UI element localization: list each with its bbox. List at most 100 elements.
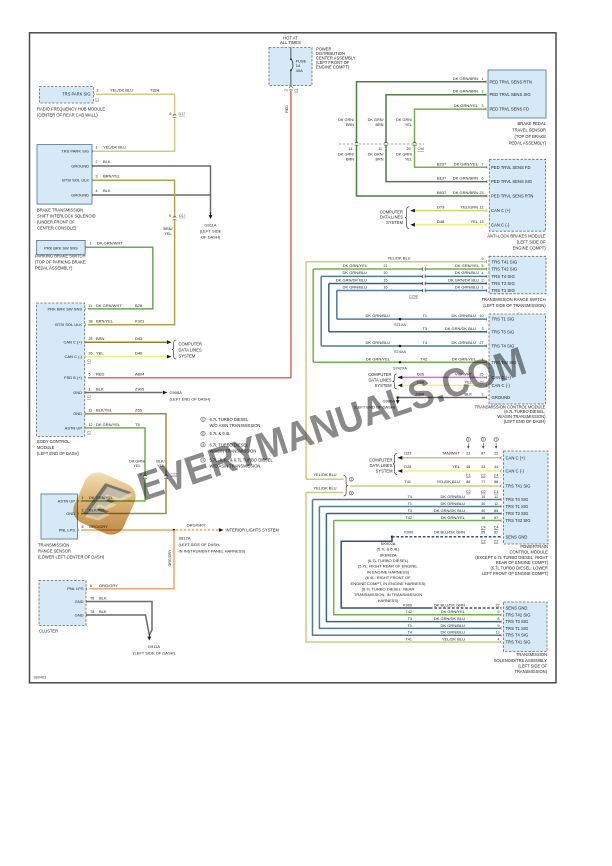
svg-text:2: 2	[482, 279, 484, 283]
svg-text:RANGE SENSOR: RANGE SENSOR	[38, 548, 71, 553]
svg-text:CLUSTER: CLUSTER	[39, 629, 58, 634]
svg-text:1: 1	[495, 438, 497, 442]
svg-text:CAN C (+): CAN C (+)	[63, 340, 82, 345]
svg-text:YEL/DK BLU: YEL/DK BLU	[387, 256, 410, 261]
svg-text:6: 6	[170, 112, 172, 116]
svg-text:DATA LINES: DATA LINES	[380, 215, 403, 220]
svg-text:ANTI-LOCK BRAKES MODULE: ANTI-LOCK BRAKES MODULE	[487, 233, 546, 238]
svg-text:1: 1	[482, 357, 484, 361]
svg-text:RED: RED	[285, 105, 289, 113]
svg-text:DK GRN/BLU: DK GRN/BLU	[441, 494, 466, 499]
svg-text:VIO/WHT: VIO/WHT	[455, 371, 473, 376]
svg-text:20: 20	[384, 271, 388, 275]
svg-text:GND: GND	[73, 390, 82, 395]
svg-text:DATA LINES: DATA LINES	[369, 463, 392, 468]
svg-text:ORG/GRY: ORG/GRY	[168, 549, 172, 567]
svg-text:TRANSMISSION RANGE SWITCH: TRANSMISSION RANGE SWITCH	[481, 297, 545, 302]
svg-text:TRS T3 SIG: TRS T3 SIG	[506, 511, 529, 516]
svg-text:INTERIOR LIGHTS SYSTEM: INTERIOR LIGHTS SYSTEM	[226, 527, 280, 532]
svg-text:13: 13	[480, 220, 484, 224]
svg-text:T8: T8	[90, 610, 94, 614]
svg-text:TRANSMISSION): TRANSMISSION)	[514, 669, 547, 674]
svg-text:T1: T1	[408, 502, 412, 506]
svg-text:DK GRN/DK BLU: DK GRN/DK BLU	[448, 277, 479, 282]
svg-text:9: 9	[169, 214, 171, 218]
svg-text:K900: K900	[404, 531, 413, 535]
svg-text:88: 88	[494, 480, 498, 484]
svg-text:TRANSMISSION, IN TRANSMISSION: TRANSMISSION, IN TRANSMISSION	[354, 592, 422, 597]
svg-text:DK GRN/BLU: DK GRN/BLU	[441, 501, 466, 506]
svg-text:(LEFT END OF DASH): (LEFT END OF DASH)	[37, 451, 79, 456]
svg-text:(6.4L: RIGHT FRONT OF: (6.4L: RIGHT FRONT OF	[365, 575, 411, 580]
svg-text:14: 14	[349, 147, 353, 151]
svg-text:LEFT FRONT OF ENGINE COMPT): LEFT FRONT OF ENGINE COMPT)	[482, 571, 549, 576]
svg-text:DK GRN/BLU: DK GRN/BLU	[343, 284, 368, 289]
svg-text:25: 25	[89, 337, 93, 341]
svg-text:BRN/: BRN/	[163, 227, 173, 231]
svg-text:11: 11	[89, 304, 93, 308]
svg-text:T41: T41	[404, 480, 411, 484]
svg-text:(LEFT SIDE OF DASH): (LEFT SIDE OF DASH)	[133, 651, 175, 656]
svg-text:26: 26	[89, 352, 93, 356]
svg-text:GROUND: GROUND	[71, 192, 89, 197]
svg-text:TRS T4 SIG: TRS T4 SIG	[492, 274, 516, 279]
svg-text:(LEFT END OF DASH): (LEFT END OF DASH)	[354, 404, 395, 409]
svg-text:S812A: S812A	[179, 536, 191, 541]
svg-text:DK GRN/YEL: DK GRN/YEL	[454, 103, 479, 108]
svg-text:C2: C2	[481, 540, 486, 544]
svg-text:DK GRN/BRN: DK GRN/BRN	[453, 89, 478, 94]
svg-text:SYSTEM: SYSTEM	[376, 468, 393, 473]
svg-text:D48: D48	[437, 219, 445, 224]
svg-text:10: 10	[480, 314, 484, 318]
svg-text:44: 44	[494, 465, 498, 469]
svg-text:22: 22	[494, 452, 498, 456]
svg-text:COMPUTER: COMPUTER	[368, 372, 391, 377]
svg-text:YEL/GRN: YEL/GRN	[460, 205, 478, 210]
svg-text:(UNDER FRONT OF: (UNDER FRONT OF	[37, 219, 75, 224]
svg-text:DK GRN/: DK GRN/	[396, 153, 413, 157]
svg-text:19: 19	[481, 495, 485, 499]
svg-text:(LEFT SIDE: (LEFT SIDE	[200, 229, 222, 234]
svg-text:29: 29	[407, 147, 411, 151]
svg-text:GND: GND	[66, 511, 75, 516]
svg-text:BLK: BLK	[99, 596, 107, 601]
svg-text:DK GRN/DK BLU: DK GRN/DK BLU	[434, 616, 465, 621]
svg-text:COMPUTER: COMPUTER	[179, 342, 202, 347]
svg-text:RED: RED	[96, 372, 105, 377]
svg-text:C5: C5	[294, 89, 298, 93]
svg-text:(EXCEPT 6.7L TURBO DIESEL: RIG: (EXCEPT 6.7L TURBO DIESEL: RIGHT	[475, 555, 548, 560]
svg-text:(6.7L TURBO DIESEL): (6.7L TURBO DIESEL)	[368, 558, 409, 563]
svg-text:CAN C (+): CAN C (+)	[491, 208, 511, 213]
svg-text:DK GRN/BLU: DK GRN/BLU	[455, 284, 480, 289]
svg-text:BRN: BRN	[346, 157, 354, 161]
svg-text:BLK: BLK	[103, 188, 111, 193]
svg-text:SENS GND: SENS GND	[506, 606, 528, 611]
svg-text:12: 12	[89, 423, 93, 427]
svg-text:Z908: Z908	[415, 393, 424, 397]
svg-text:ORG/GRY: ORG/GRY	[187, 523, 206, 528]
svg-text:65: 65	[481, 531, 485, 535]
svg-text:1: 1	[89, 388, 91, 392]
svg-text:DK GRN/: DK GRN/	[129, 459, 146, 463]
svg-text:SENS GND: SENS GND	[506, 534, 528, 539]
svg-text:86: 86	[466, 480, 470, 484]
svg-text:IN INSTRUMENT PANEL HARNESS): IN INSTRUMENT PANEL HARNESS)	[179, 549, 246, 554]
svg-text:ASTN UP: ASTN UP	[65, 425, 83, 430]
svg-text:CENTER CONSOLE): CENTER CONSOLE)	[37, 225, 77, 230]
svg-text:G906A: G906A	[170, 390, 183, 395]
svg-text:DK GRN/: DK GRN/	[338, 153, 355, 157]
svg-text:DK GRN/YEL: DK GRN/YEL	[441, 515, 466, 520]
svg-text:DK GRN/BLU: DK GRN/BLU	[366, 340, 391, 345]
svg-text:TRS PARK SIG: TRS PARK SIG	[62, 92, 90, 97]
svg-text:(LOWER LEFT CENTER OF DASH): (LOWER LEFT CENTER OF DASH)	[38, 554, 105, 559]
svg-text:BRN: BRN	[96, 336, 105, 341]
svg-text:30: 30	[481, 502, 485, 506]
svg-text:SOLENOID/TRS ASSEMBLY: SOLENOID/TRS ASSEMBLY	[494, 658, 547, 663]
svg-text:1: 1	[482, 77, 484, 81]
svg-text:DK GRN/DK BLU: DK GRN/DK BLU	[336, 277, 367, 282]
svg-text:(TOP OF BRAKE: (TOP OF BRAKE	[515, 134, 547, 139]
svg-text:(LEFT SIDE OF TRANSMISSION): (LEFT SIDE OF TRANSMISSION)	[483, 303, 546, 308]
svg-text:9: 9	[482, 257, 484, 261]
svg-text:4: 4	[498, 637, 500, 641]
svg-text:DK GRN/DK BLU: DK GRN/DK BLU	[434, 508, 465, 513]
